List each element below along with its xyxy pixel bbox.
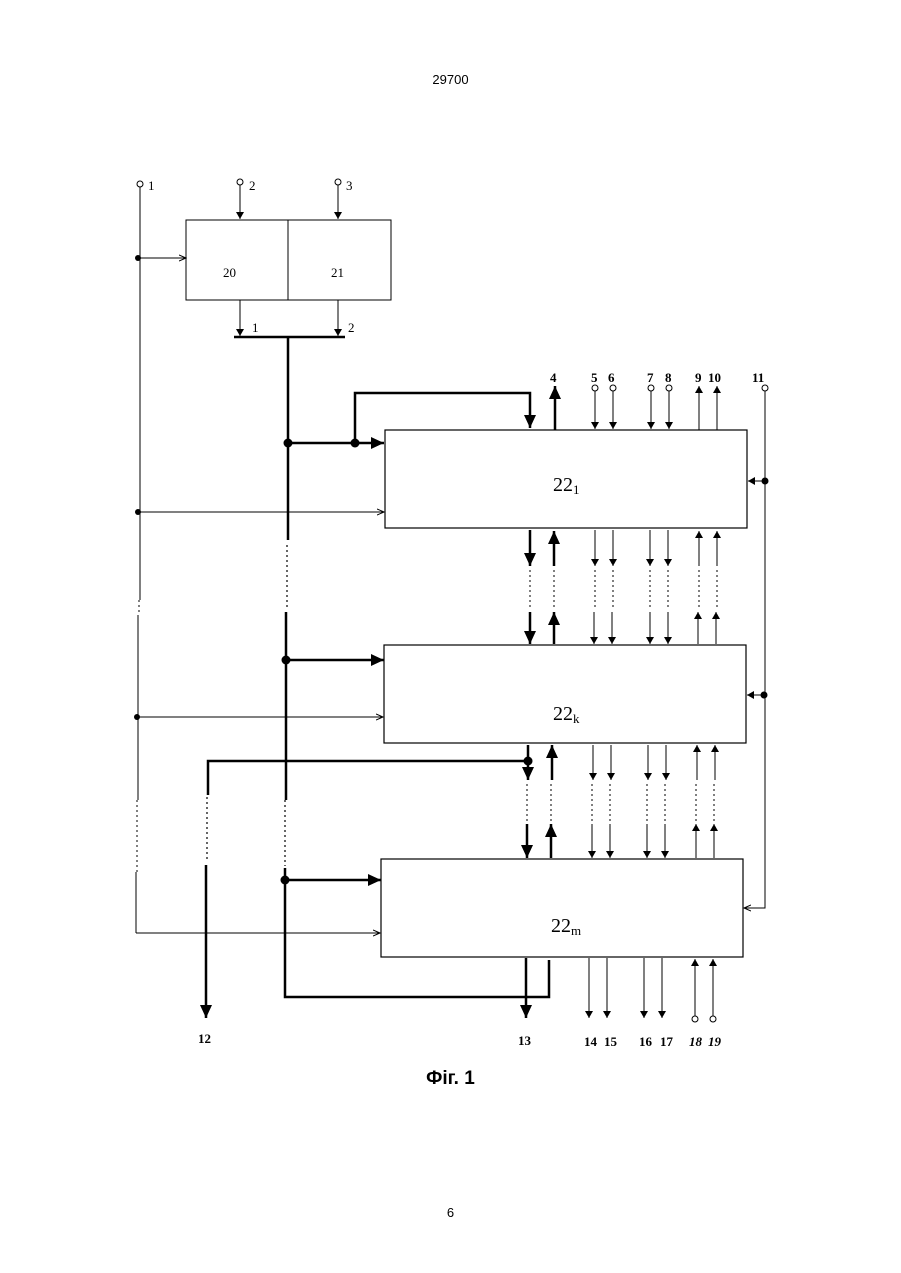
junction-dot	[762, 478, 769, 485]
junction-dot	[351, 439, 360, 448]
interblock-k-m	[527, 745, 715, 858]
output-line-12	[206, 761, 528, 1018]
junction-dot	[135, 255, 141, 261]
block-20-label: 20	[223, 265, 236, 280]
block-22-k	[384, 645, 746, 743]
terminal-8-label: 8	[665, 370, 672, 385]
main-bus	[285, 337, 549, 997]
terminal-17-label: 17	[660, 1034, 674, 1049]
block-22-m-label: 22m	[551, 915, 581, 938]
terminal-5-label: 5	[591, 370, 598, 385]
bus-outputs	[234, 300, 345, 337]
terminal-14-label: 14	[584, 1034, 598, 1049]
terminal-1-label: 1	[148, 178, 155, 193]
junction-dot	[282, 656, 291, 665]
junction-dot	[761, 692, 768, 699]
terminal-15-label: 15	[604, 1034, 618, 1049]
bus-feeds	[285, 393, 530, 880]
input-line-1	[136, 181, 384, 933]
block-20-21	[186, 220, 391, 300]
page-number: 6	[0, 1205, 901, 1220]
figure-caption: Фіг. 1	[0, 1068, 901, 1090]
interblock-1-k	[530, 530, 717, 644]
block-22-k-label: 22k	[553, 703, 580, 726]
terminal-12-label: 12	[198, 1031, 211, 1046]
terminal-13-label: 13	[518, 1033, 532, 1048]
terminal-18-label: 18	[689, 1034, 703, 1049]
terminal-11-label: 11	[752, 370, 764, 385]
terminal-7-label: 7	[647, 370, 654, 385]
terminal-3-label: 3	[346, 178, 353, 193]
block-21-label: 21	[331, 265, 344, 280]
terminal-6-label: 6	[608, 370, 615, 385]
block-22-m	[381, 859, 743, 957]
terminal-4-label: 4	[550, 370, 557, 385]
block-22-m-bottom-signals	[526, 958, 716, 1022]
block-22-1-label: 221	[553, 474, 580, 497]
junction-dot	[281, 876, 290, 885]
block-22-1-top-signals	[555, 385, 717, 430]
terminal-10-label: 10	[708, 370, 721, 385]
terminal-19-label: 19	[708, 1034, 722, 1049]
bus-output-1-label: 1	[252, 320, 259, 335]
junction-dot	[134, 714, 140, 720]
terminal-16-label: 16	[639, 1034, 653, 1049]
junction-dot	[284, 439, 293, 448]
terminal-9-label: 9	[695, 370, 702, 385]
terminal-2-label: 2	[249, 178, 256, 193]
bus-output-2-label: 2	[348, 320, 355, 335]
junction-dot	[135, 509, 141, 515]
